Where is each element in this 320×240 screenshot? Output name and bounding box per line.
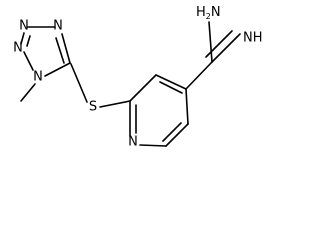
bond-amidine-c-nh (211, 33, 241, 63)
atom-label-amidine-h-subscript: 2 (206, 12, 211, 21)
atom-label-sulfur: S (89, 100, 97, 115)
atom-label-amidine-nh: NH (243, 31, 263, 46)
bond-n3-c5-double (55, 37, 65, 64)
atom-label-pyridine-n: N (128, 135, 138, 150)
tetrazole-ring (20, 26, 71, 77)
atom-label-tetrazole-n2: N (13, 41, 23, 56)
bond-c5-c6-double (162, 122, 182, 142)
bond-n1-n2 (23, 51, 34, 71)
atom-labels: N N N N S N H2N NH (13, 5, 262, 150)
bond-amidine-c-nh-double (205, 30, 233, 58)
atom-label-amidine-nh2: H2N (196, 5, 221, 21)
bond-c4-c5 (185, 88, 189, 125)
atom-label-tetrazole-n4: N (19, 19, 29, 34)
bond-n3-c5 (61, 33, 71, 64)
bond-c5-sulfur (70, 63, 88, 103)
chemical-structure-diagram: N N N N S N H2N NH (13, 5, 262, 150)
bond-c2-c3 (129, 74, 157, 102)
bond-c5-n1 (44, 62, 71, 77)
bond-sulfur-c2 (99, 100, 131, 108)
bond-n1-methyl (20, 83, 36, 102)
atom-label-amidine-n: N (211, 5, 221, 20)
atom-label-amidine-h: H (196, 5, 206, 20)
bond-c3-c4 (155, 74, 187, 90)
bond-c5-c6 (165, 123, 189, 147)
atom-label-tetrazole-n3: N (53, 19, 63, 34)
pyridine-ring (129, 74, 189, 147)
bond-c4-amidine-carbon (185, 61, 213, 90)
bond-c6-n1 (139, 144, 167, 147)
bond-amidine-c-nh2 (208, 21, 213, 63)
bond-n2-n4-double (26, 35, 31, 47)
bond-c3-c4-double (159, 81, 183, 94)
atom-label-tetrazole-n1: N (33, 70, 43, 85)
bond-n2-n4 (20, 32, 25, 45)
